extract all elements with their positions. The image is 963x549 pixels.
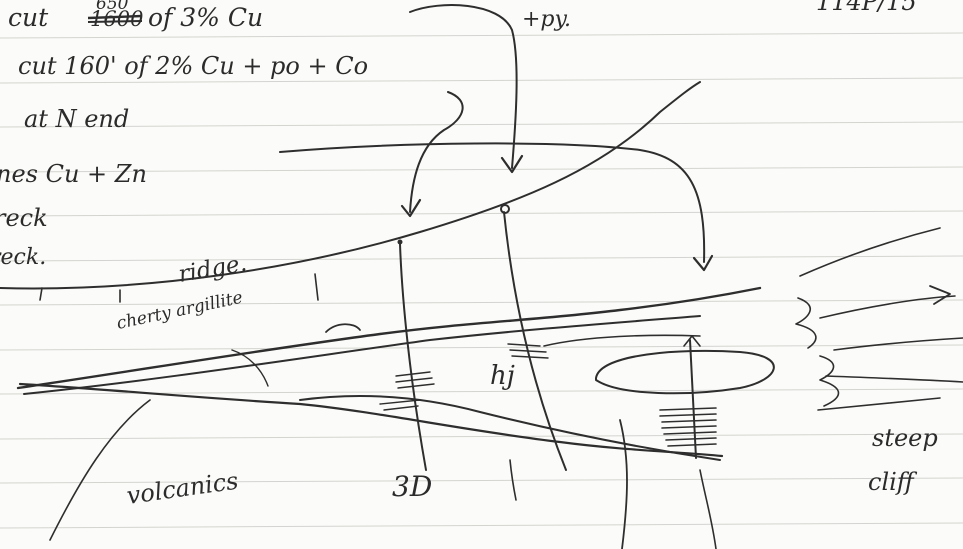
label-volcanics: volcanics bbox=[125, 467, 240, 510]
note-line-5: reck bbox=[0, 204, 48, 232]
marker-dot bbox=[500, 204, 510, 214]
page-ref: 114P/15 bbox=[816, 0, 917, 16]
note-line-2: cut 160' of 2% Cu + po + Co bbox=[18, 52, 368, 80]
strike-line-2 bbox=[87, 20, 143, 23]
lower-curve-mid bbox=[619, 419, 628, 549]
ore-hatch-1 bbox=[379, 371, 435, 411]
label-ridge: ridge. bbox=[177, 250, 249, 288]
lower-curve-left bbox=[49, 399, 151, 541]
drill-hole-1 bbox=[399, 243, 427, 471]
cliff-strata bbox=[799, 227, 963, 411]
ore-hatch-3 bbox=[659, 407, 717, 447]
handwritten-notes: cut 1600 650 of 3% Cu +py. 114P/15 cut 1… bbox=[0, 0, 917, 270]
marker-dot bbox=[397, 239, 403, 245]
arrowhead bbox=[500, 154, 524, 174]
note-line-3: at N end bbox=[24, 105, 129, 133]
ore-hatch-2 bbox=[507, 343, 549, 359]
drill-hole-3 bbox=[689, 339, 697, 459]
cliff-arrowhead bbox=[929, 285, 951, 305]
sketch-drawing bbox=[0, 4, 963, 549]
ore-lens bbox=[595, 349, 775, 395]
arrow-cu-zn bbox=[279, 142, 706, 263]
note-line-6: reck. bbox=[0, 245, 46, 270]
label-symbol: 3D bbox=[392, 470, 432, 503]
lens-top bbox=[543, 334, 701, 347]
bed-knot bbox=[325, 323, 361, 333]
arrow-cu bbox=[409, 4, 518, 169]
bed-upper bbox=[16, 286, 762, 390]
label-cliff: cliff bbox=[868, 468, 918, 496]
bed-upper-2 bbox=[23, 315, 701, 395]
note-line-4: nes Cu + Zn bbox=[0, 160, 147, 188]
arrow-n-end bbox=[409, 91, 464, 213]
note-overwrite-value: 650 bbox=[96, 0, 129, 14]
label-cherty-argillite: cherty argillite bbox=[115, 288, 245, 334]
ridge-arc bbox=[0, 81, 701, 290]
note-cut: cut bbox=[8, 3, 49, 32]
note-py: +py. bbox=[522, 7, 571, 32]
drill-hole-2 bbox=[503, 211, 567, 471]
drill-hole-cap bbox=[683, 335, 701, 347]
note-line-1-rest: of 3% Cu bbox=[148, 3, 263, 32]
tick-marks bbox=[39, 273, 319, 303]
small-curve bbox=[231, 349, 269, 387]
lower-tick bbox=[509, 459, 517, 501]
bed-lower-2 bbox=[299, 395, 721, 461]
label-hj: hj bbox=[490, 361, 515, 391]
label-steep: steep bbox=[872, 424, 938, 452]
arrowhead bbox=[692, 254, 714, 272]
bed-lower bbox=[18, 382, 724, 458]
ruled-lines bbox=[0, 32, 963, 529]
sketch-labels: ridge. cherty argillite hj volcanics 3D … bbox=[115, 250, 938, 510]
lower-curve-right bbox=[699, 469, 717, 549]
note-struck-value: 1600 bbox=[90, 7, 143, 31]
strike-line bbox=[87, 14, 143, 20]
arrowhead bbox=[400, 198, 422, 218]
cliff-waves bbox=[795, 297, 840, 407]
